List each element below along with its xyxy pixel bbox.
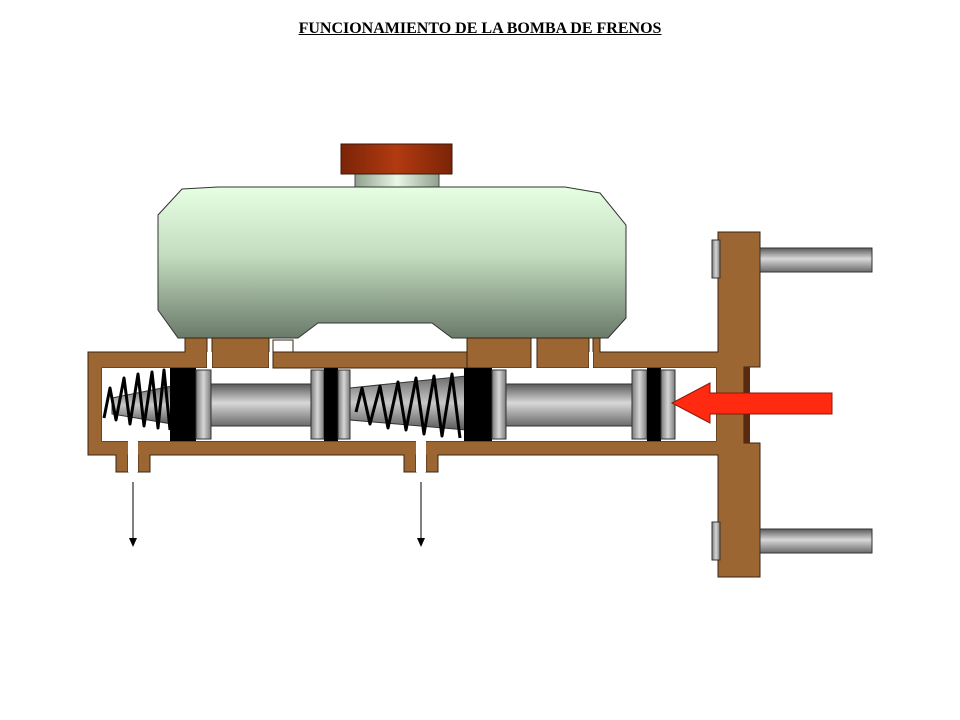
secondary-piston-rod bbox=[210, 383, 312, 427]
diagram-title: FUNCIONAMIENTO DE LA BOMBA DE FRENOS bbox=[298, 20, 662, 37]
inlet-gap-mid bbox=[269, 352, 273, 368]
push-arrow-icon bbox=[670, 382, 833, 424]
inlet-gap-left bbox=[207, 352, 212, 368]
mounting-stud-bottom-head bbox=[711, 521, 721, 561]
mounting-stud-top-head bbox=[711, 239, 721, 279]
mounting-stud-bottom bbox=[759, 528, 873, 554]
outlet-gap-right bbox=[416, 441, 426, 472]
primary-piston-seal bbox=[464, 368, 492, 441]
primary-spring bbox=[354, 372, 462, 439]
reservoir-port-right-b bbox=[536, 337, 590, 369]
primary-piston-head bbox=[491, 369, 507, 440]
secondary-piston-cup bbox=[324, 368, 338, 441]
reservoir-tank bbox=[157, 186, 627, 339]
secondary-piston-tail bbox=[337, 369, 351, 440]
secondary-piston-guide bbox=[310, 369, 325, 440]
mounting-stud-top bbox=[759, 247, 873, 273]
secondary-piston-seal bbox=[170, 368, 196, 441]
outlet-gap-left bbox=[128, 441, 138, 472]
primary-piston-cup bbox=[647, 368, 661, 441]
housing-top-wall bbox=[272, 351, 468, 369]
secondary-spring bbox=[102, 368, 172, 431]
housing-top-wall-right bbox=[589, 352, 593, 368]
primary-piston-tail bbox=[660, 369, 676, 440]
reservoir-port-right bbox=[466, 337, 532, 369]
reservoir-cap bbox=[340, 143, 453, 175]
primary-piston-guide bbox=[631, 369, 648, 440]
outlet-arrow-icon bbox=[129, 482, 137, 547]
primary-piston-rod bbox=[505, 383, 633, 427]
reservoir-port-left-b bbox=[211, 337, 270, 369]
secondary-piston-head bbox=[195, 369, 212, 440]
outlet-arrow-icon bbox=[417, 482, 425, 547]
